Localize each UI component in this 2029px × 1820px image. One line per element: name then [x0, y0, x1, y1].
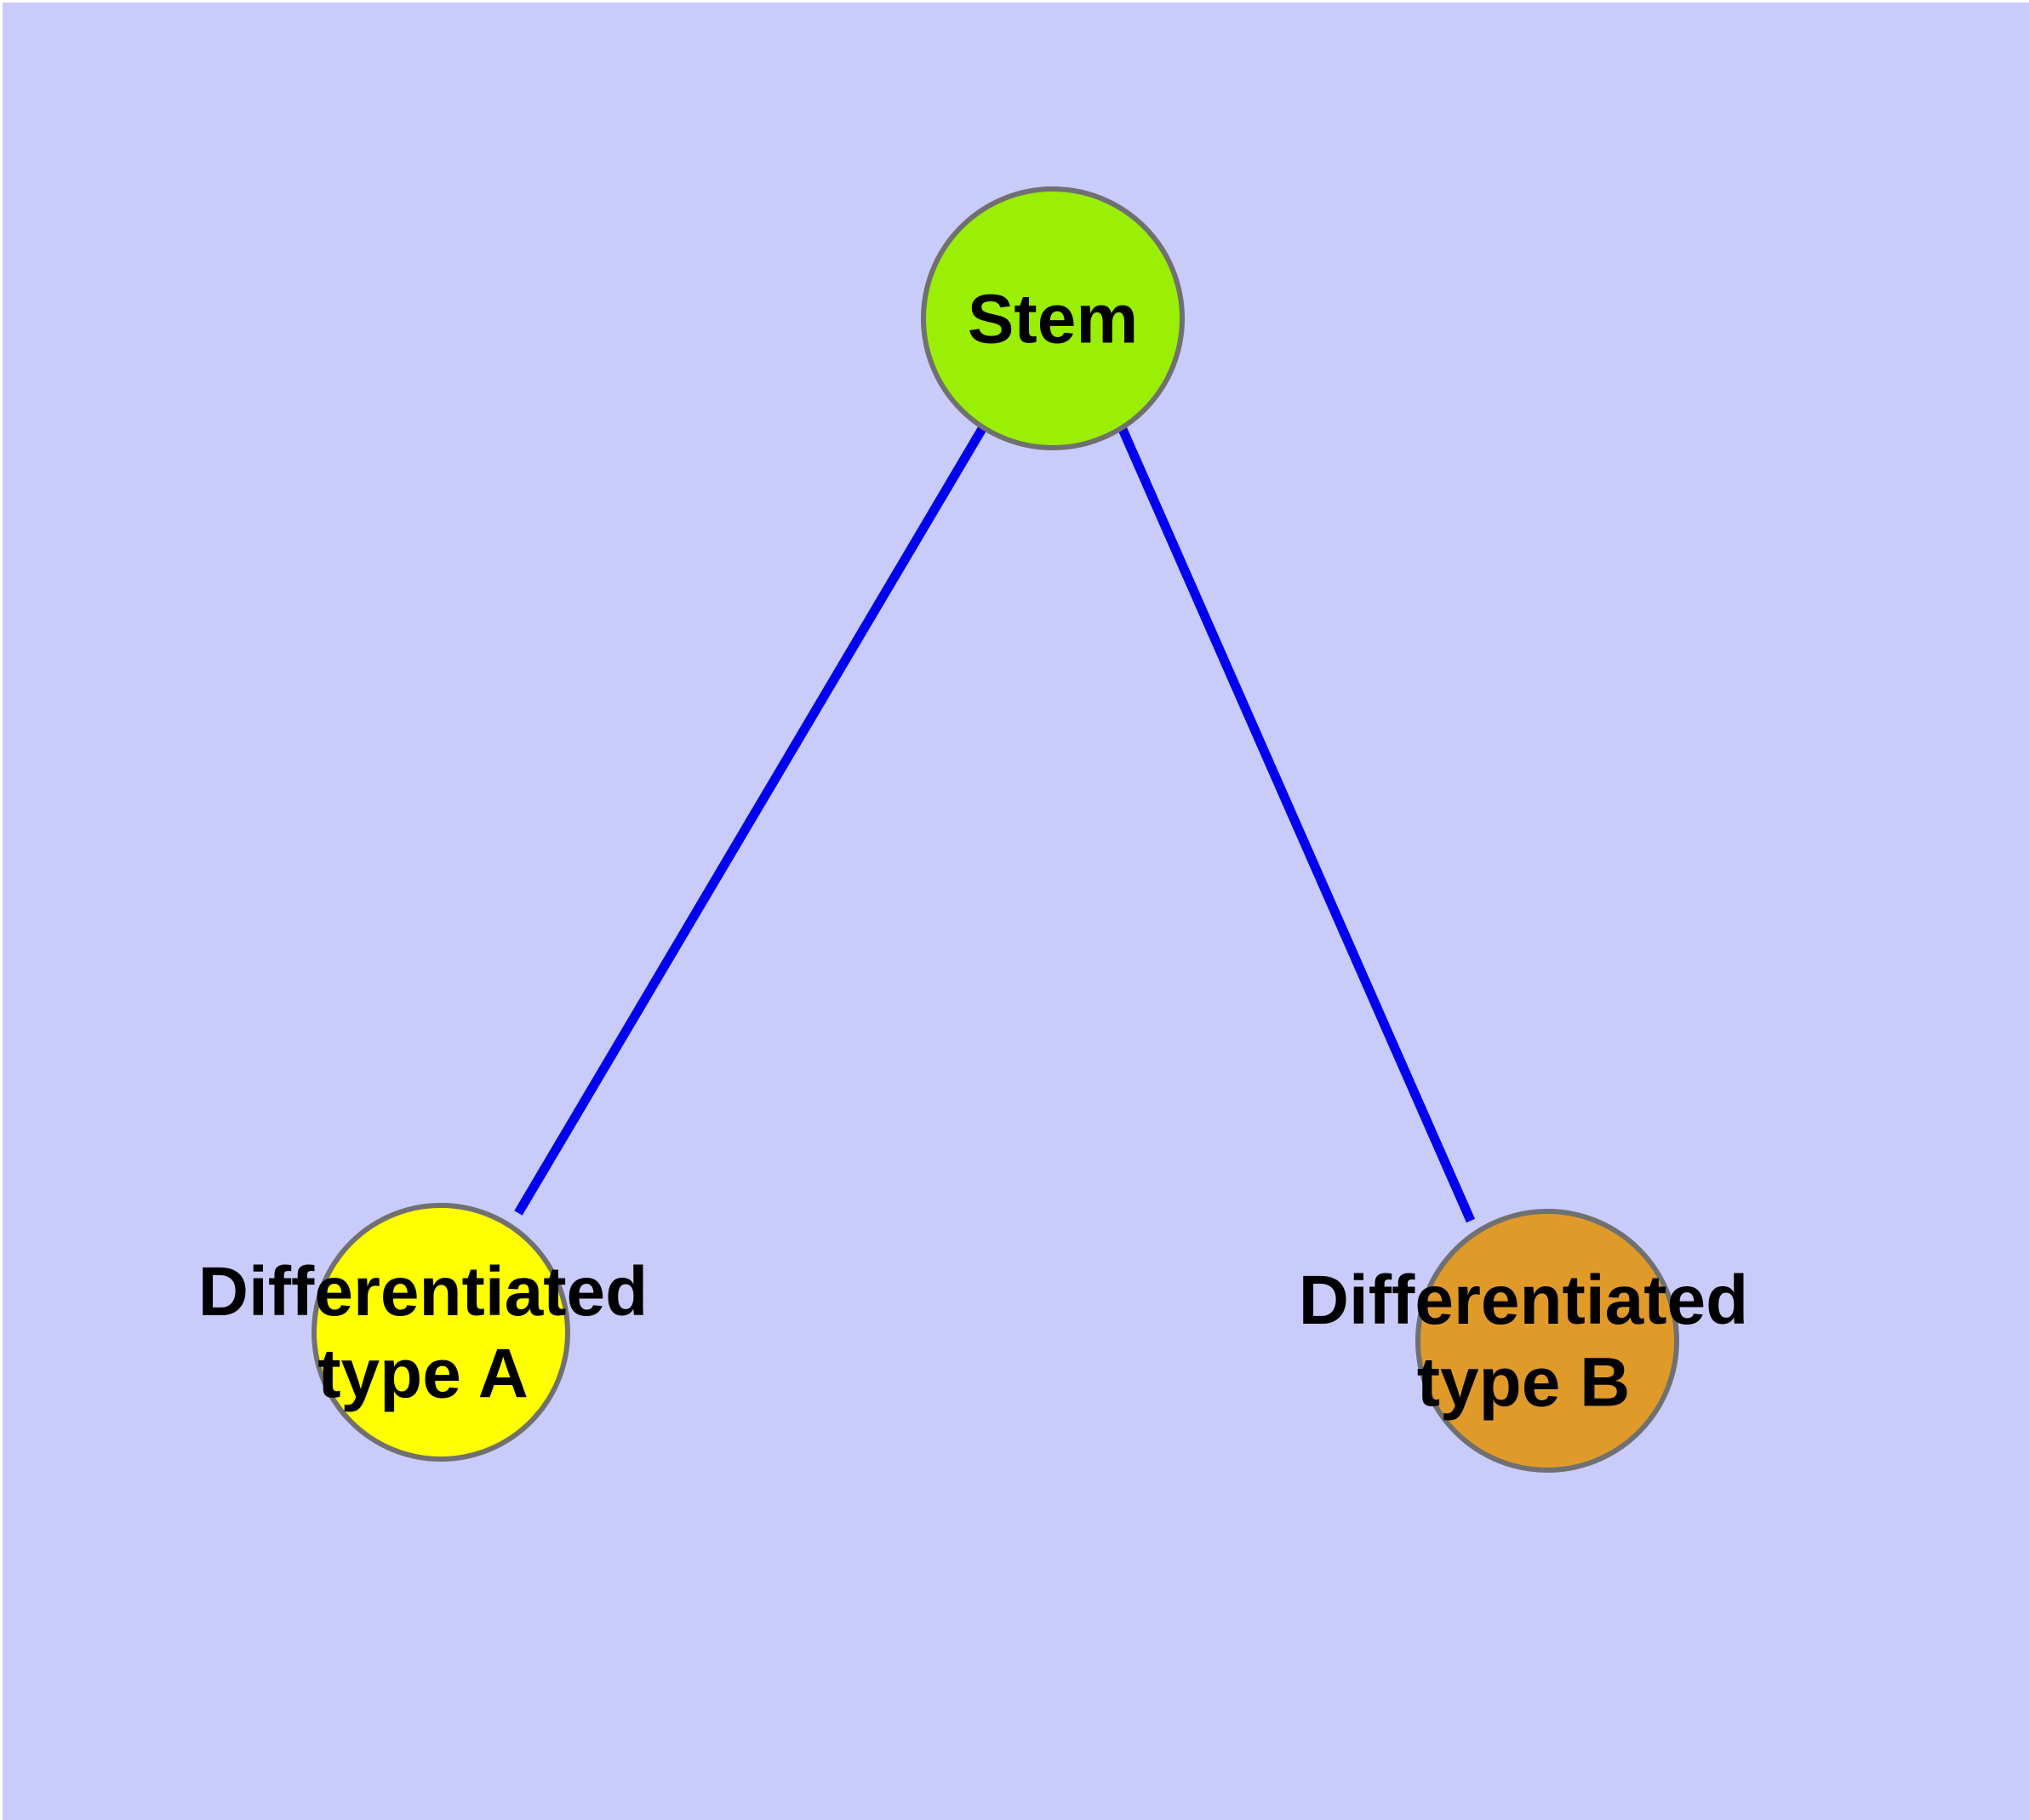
- nodes-group: [311, 186, 1679, 1473]
- node-differentiated-type-b[interactable]: [1415, 1209, 1679, 1473]
- node-label-line: Differentiated: [198, 1253, 649, 1331]
- node-label-line: Stem: [968, 280, 1139, 358]
- node-label-line: Differentiated: [1299, 1262, 1749, 1339]
- node-differentiated-type-a[interactable]: [311, 1203, 570, 1462]
- edges-group: [514, 425, 1476, 1223]
- node-label-line: type A: [317, 1336, 529, 1413]
- node-label-stem: Stem: [968, 280, 1139, 358]
- edge-stem-to-diff-b[interactable]: [1117, 425, 1476, 1223]
- node-label-line: type B: [1417, 1344, 1631, 1422]
- node-stem[interactable]: [921, 186, 1185, 450]
- edge-stem-to-diff-a[interactable]: [514, 425, 987, 1216]
